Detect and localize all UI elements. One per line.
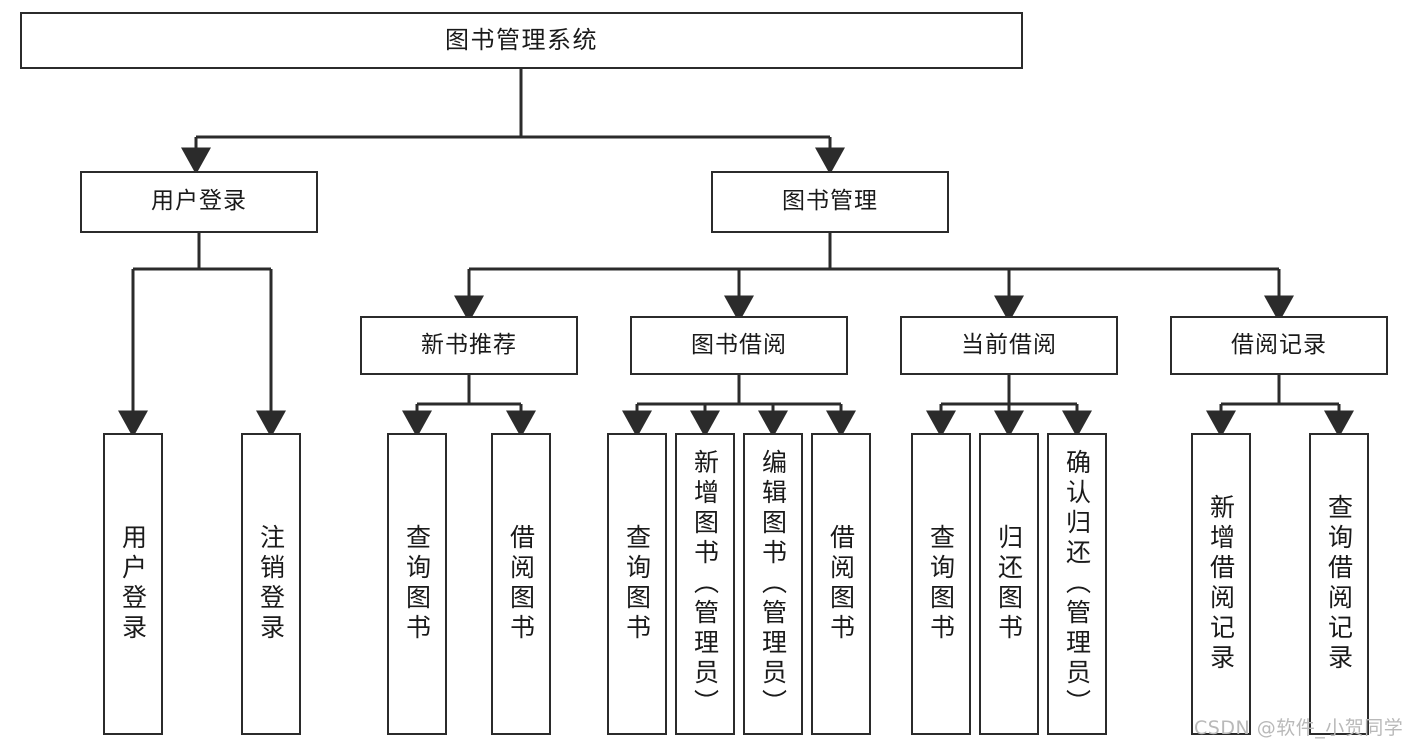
leaf-add-book[interactable]: 新增图书（管理员） [675, 433, 735, 735]
leaf-user-logout[interactable]: 注销登录 [241, 433, 301, 735]
leaf-user-logout-label: 注销登录 [256, 524, 286, 644]
node-new-book-rec-label: 新书推荐 [421, 331, 517, 358]
node-book-mgmt-label: 图书管理 [782, 188, 878, 215]
leaf-add-book-label: 新增图书（管理员） [690, 449, 720, 719]
node-root-system-label: 图书管理系统 [445, 26, 598, 55]
leaf-borrow-book-2-label: 借阅图书 [826, 524, 856, 644]
leaf-edit-book[interactable]: 编辑图书（管理员） [743, 433, 803, 735]
leaf-borrow-book-1-label: 借阅图书 [506, 524, 536, 644]
leaf-query-book-2-label: 查询图书 [622, 524, 652, 644]
node-root-system[interactable]: 图书管理系统 [20, 12, 1023, 69]
leaf-borrow-book-1[interactable]: 借阅图书 [491, 433, 551, 735]
node-current-borrow-label: 当前借阅 [961, 331, 1057, 358]
leaf-query-book-1[interactable]: 查询图书 [387, 433, 447, 735]
node-user-login[interactable]: 用户登录 [80, 171, 318, 233]
node-new-book-rec[interactable]: 新书推荐 [360, 316, 578, 375]
leaf-confirm-return-label: 确认归还（管理员） [1062, 449, 1092, 719]
node-book-mgmt[interactable]: 图书管理 [711, 171, 949, 233]
leaf-user-login[interactable]: 用户登录 [103, 433, 163, 735]
leaf-add-record[interactable]: 新增借阅记录 [1191, 433, 1251, 735]
node-borrow-record-label: 借阅记录 [1231, 331, 1327, 358]
leaf-confirm-return[interactable]: 确认归还（管理员） [1047, 433, 1107, 735]
node-book-borrow[interactable]: 图书借阅 [630, 316, 848, 375]
leaf-edit-book-label: 编辑图书（管理员） [758, 449, 788, 719]
leaf-query-record[interactable]: 查询借阅记录 [1309, 433, 1369, 735]
leaf-query-book-2[interactable]: 查询图书 [607, 433, 667, 735]
leaf-borrow-book-2[interactable]: 借阅图书 [811, 433, 871, 735]
leaf-return-book[interactable]: 归还图书 [979, 433, 1039, 735]
leaf-query-record-label: 查询借阅记录 [1324, 494, 1354, 674]
leaf-query-book-1-label: 查询图书 [402, 524, 432, 644]
node-borrow-record[interactable]: 借阅记录 [1170, 316, 1388, 375]
node-book-borrow-label: 图书借阅 [691, 331, 787, 358]
leaf-query-book-3[interactable]: 查询图书 [911, 433, 971, 735]
leaf-return-book-label: 归还图书 [994, 524, 1024, 644]
leaf-user-login-label: 用户登录 [118, 524, 148, 644]
leaf-query-book-3-label: 查询图书 [926, 524, 956, 644]
leaf-add-record-label: 新增借阅记录 [1206, 494, 1236, 674]
node-user-login-label: 用户登录 [151, 188, 247, 215]
node-current-borrow[interactable]: 当前借阅 [900, 316, 1118, 375]
csdn-watermark: CSDN @软件_小贺同学 [1194, 717, 1404, 739]
